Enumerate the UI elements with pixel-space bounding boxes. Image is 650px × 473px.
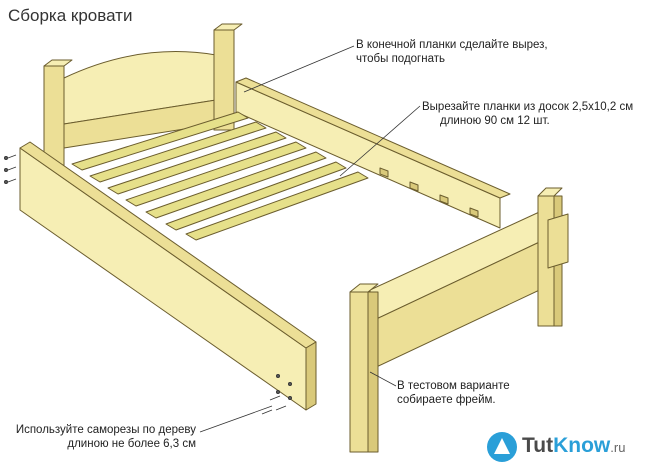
slats	[71, 111, 369, 241]
callout-line: длиною 90 см 12 шт.	[440, 115, 550, 127]
callout-cut-slats: Вырезайте планки из досок 2,5х10,2 см дл…	[422, 100, 633, 128]
callout-line: собираете фрейм.	[397, 394, 496, 406]
callout-test-frame: В тестовом варианте собираете фрейм.	[397, 379, 510, 407]
right-side-rail	[235, 77, 511, 229]
callout-wood-screws: Используйте саморезы по дереву длиною не…	[4, 423, 196, 451]
callout-line: Вырезайте планки из досок 2,5х10,2 см	[422, 101, 634, 113]
callout-notch-end-slat: В конечной планки сделайте вырез, чтобы …	[356, 38, 548, 66]
callout-line: В тестовом варианте	[397, 380, 510, 392]
watermark-brand: TutKnow.ru	[522, 434, 625, 458]
callout-line: длиною не более 6,3 см	[67, 438, 196, 450]
tutknow-logo-icon	[487, 432, 517, 462]
screws	[4, 154, 292, 415]
footboard	[349, 187, 569, 453]
page-title: Сборка кровати	[8, 6, 133, 25]
headboard	[43, 23, 243, 167]
bed-illustration	[4, 23, 569, 453]
brand-suffix: .ru	[610, 440, 626, 455]
left-side-rail	[19, 141, 317, 411]
callout-line: чтобы подогнать	[356, 53, 445, 65]
callout-line: Используйте саморезы по дереву	[15, 424, 196, 436]
callout-line: В конечной планки сделайте вырез,	[356, 39, 548, 51]
leader-lines	[199, 45, 421, 433]
brand-name-part1: Tut	[522, 434, 554, 457]
brand-name-part2: Know	[553, 434, 611, 457]
